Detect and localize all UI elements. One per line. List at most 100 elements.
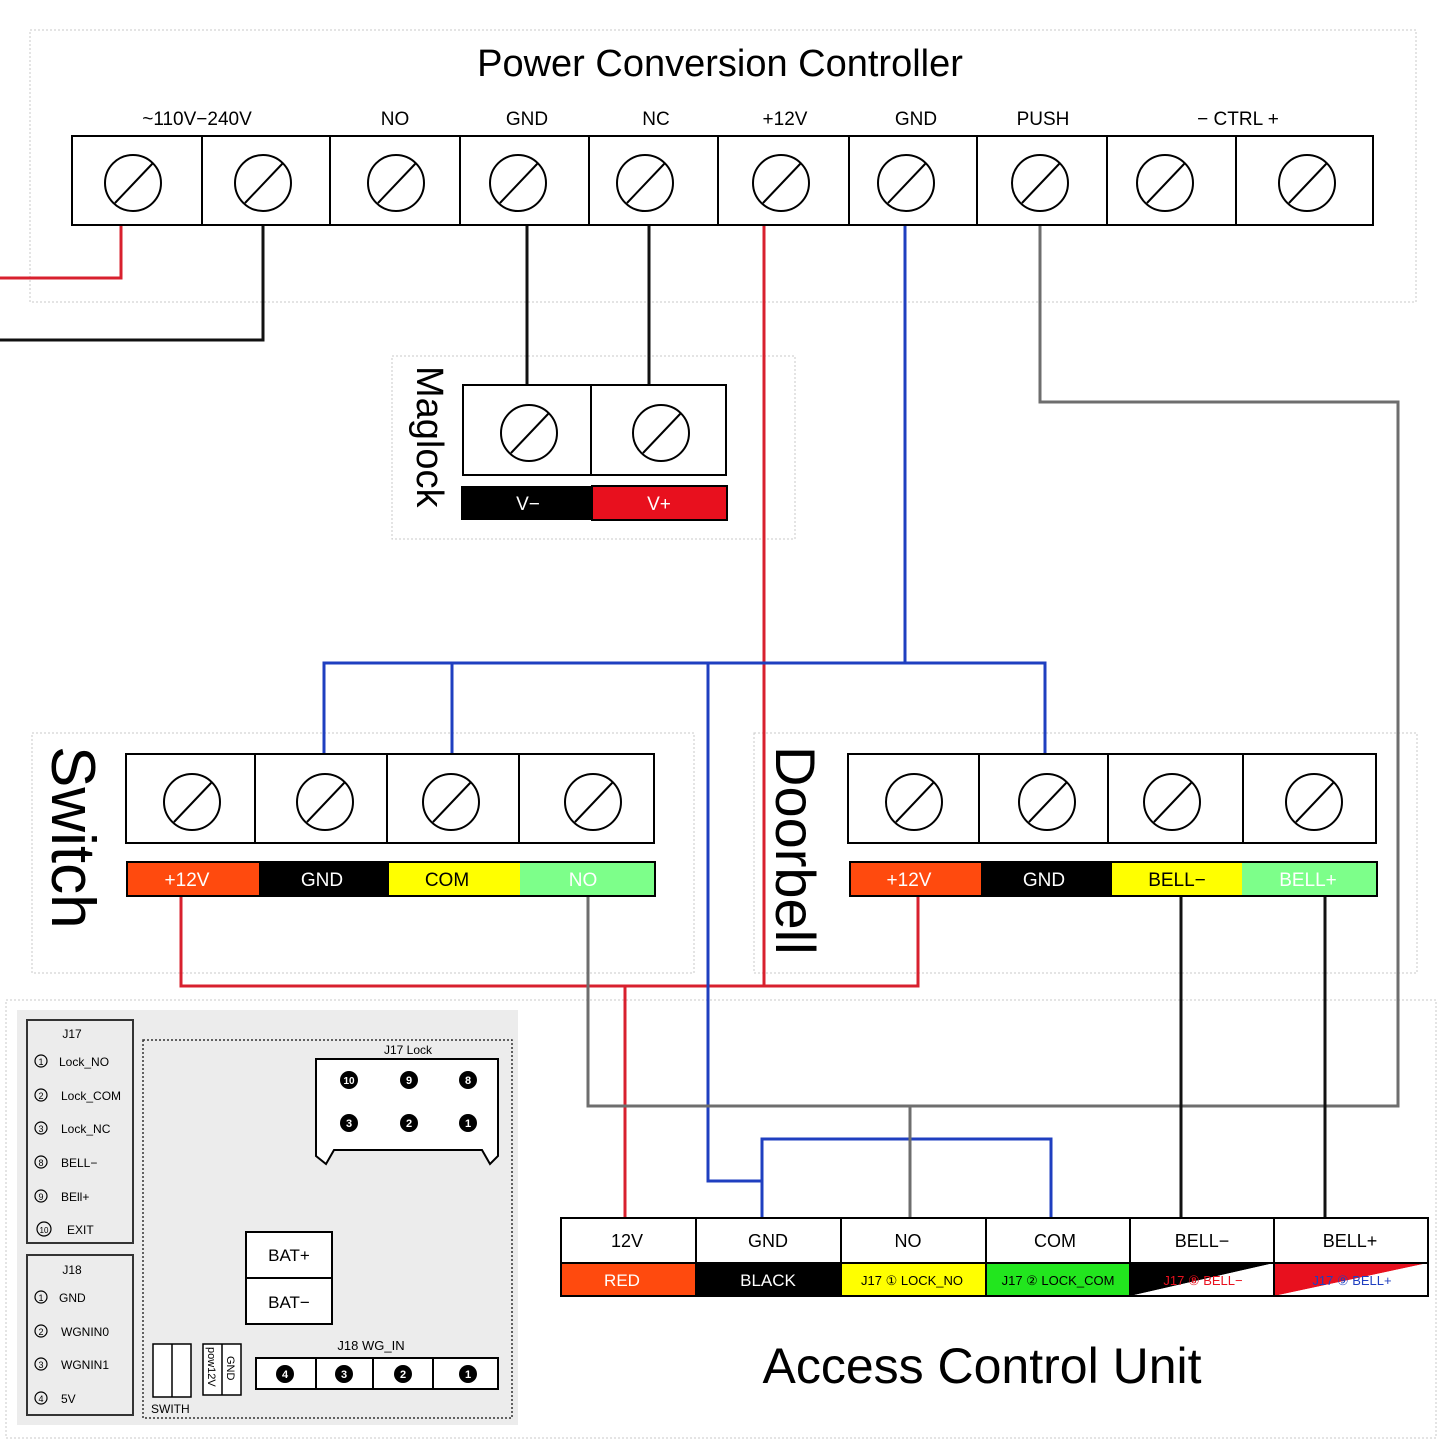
controller-section — [29, 29, 1417, 303]
j17-legend — [26, 1019, 134, 1244]
screw-icon — [616, 154, 674, 212]
j17-item: Lock_NC — [61, 1122, 111, 1136]
j18-num: 4 — [38, 1394, 43, 1404]
controller-title: Power Conversion Controller — [477, 43, 963, 85]
screw-icon — [367, 154, 425, 212]
doorbell-terminal-block — [847, 753, 1377, 844]
acu-header: BELL+ — [1323, 1231, 1378, 1251]
wire-blue-acu — [706, 663, 764, 1218]
j17-item: EXIT — [67, 1223, 94, 1237]
acu-section — [5, 999, 1437, 1439]
pow12v-label: pow12V — [205, 1347, 217, 1387]
j18-item: WGNIN0 — [61, 1325, 109, 1339]
screw-icon — [500, 404, 558, 462]
switch-section — [31, 732, 695, 974]
j17-lock-pin: 1 — [465, 1118, 471, 1130]
maglock-title: Maglock — [408, 366, 450, 508]
wires — [0, 226, 1400, 1218]
j18-wg-title: J18 WG_IN — [337, 1338, 404, 1353]
j17-lock-pin: 9 — [406, 1075, 412, 1087]
doorbell-label: GND — [1023, 870, 1065, 891]
controller-terminal-label: PUSH — [1017, 109, 1070, 130]
bat-minus-label: BAT− — [268, 1293, 310, 1312]
doorbell-label: +12V — [887, 870, 932, 891]
j17-num: 3 — [38, 1124, 43, 1134]
j18-item: GND — [59, 1291, 86, 1305]
bat-plus-label: BAT+ — [268, 1246, 310, 1265]
screw-icon — [877, 154, 935, 212]
j18-num: 3 — [38, 1360, 43, 1370]
acu-header: COM — [1034, 1231, 1076, 1251]
doorbell-label: BELL+ — [1279, 870, 1337, 891]
wire-gray-push — [586, 226, 1400, 1108]
j17-item: Lock_COM — [61, 1089, 121, 1103]
screw-icon — [1143, 773, 1201, 831]
gnd-label: GND — [224, 1356, 236, 1381]
maglock-section — [391, 355, 796, 540]
j17-lock-pin: 3 — [346, 1118, 352, 1130]
maglock-label-bg — [591, 485, 728, 521]
j18-wg-connector — [255, 1357, 499, 1390]
controller-terminal-block — [71, 135, 1374, 226]
screw-icon — [885, 773, 943, 831]
screw-icon — [104, 154, 162, 212]
j18-item: 5V — [61, 1392, 76, 1406]
screw-icon — [489, 154, 547, 212]
switch-label: COM — [425, 870, 469, 891]
doorbell-title: Doorbell — [764, 746, 827, 955]
controller-terminal-label: NO — [381, 109, 410, 130]
j17-item: BELL− — [61, 1156, 97, 1170]
screw-icon — [564, 773, 622, 831]
acu-color: J17 ① LOCK_NO — [861, 1273, 963, 1288]
j18-wg-pin: 1 — [465, 1369, 471, 1381]
j17-lock-pin: 8 — [465, 1075, 471, 1087]
screw-icon — [1285, 773, 1343, 831]
screw-icon — [1018, 773, 1076, 831]
j18-wg-pin: 2 — [400, 1369, 406, 1381]
switch-connector-label: SWITH — [151, 1402, 190, 1416]
switch-label: NO — [569, 870, 598, 891]
maglock-label: V− — [516, 494, 540, 515]
j18-wg-pin: 3 — [341, 1369, 347, 1381]
acu-header: BELL− — [1175, 1231, 1230, 1251]
screw-icon — [752, 154, 810, 212]
j17-lock-connector — [315, 1058, 499, 1166]
doorbell-section — [753, 732, 1418, 974]
screw-icon — [296, 773, 354, 831]
switch-title: Switch — [38, 746, 107, 929]
wire-red-bus — [179, 896, 920, 988]
j17-num: 10 — [40, 1226, 49, 1235]
switch-terminal-block — [125, 753, 655, 844]
screw-icon — [1011, 154, 1069, 212]
j17-lock-pin: 2 — [406, 1118, 412, 1130]
acu-color: BLACK — [740, 1271, 796, 1290]
screw-icon — [632, 404, 690, 462]
j18-item: WGNIN1 — [61, 1358, 109, 1372]
switch-label: GND — [301, 870, 343, 891]
switch-label: +12V — [165, 870, 210, 891]
wire-black-mains — [0, 226, 265, 342]
j17-lock-pin: 10 — [343, 1076, 355, 1087]
j17-num: 1 — [38, 1057, 43, 1067]
screw-icon — [1136, 154, 1194, 212]
controller-terminal-label: GND — [506, 109, 548, 130]
screw-icon — [1278, 154, 1336, 212]
acu-table — [560, 1217, 1429, 1297]
access-board: J17 1 Lock_NO 2 Lock_COM 3 Lock_NC 8 BEL… — [17, 1010, 518, 1425]
doorbell-label-strip — [849, 861, 1378, 897]
switch-label-strip — [126, 861, 656, 897]
j17-num: 2 — [38, 1091, 43, 1101]
controller-terminal-label: GND — [895, 109, 937, 130]
maglock-label-bg — [461, 486, 592, 520]
acu-header: NO — [895, 1231, 922, 1251]
j17-title: J17 — [62, 1027, 82, 1041]
controller-terminal-label: NC — [642, 109, 669, 130]
wire-blue-bus — [322, 661, 1047, 754]
screw-icon — [163, 773, 221, 831]
board-outline — [142, 1039, 513, 1419]
j18-num: 1 — [38, 1293, 43, 1303]
acu-header: 12V — [611, 1231, 643, 1251]
acu-color: J17 ② LOCK_COM — [1002, 1273, 1115, 1288]
j17-item: Lock_NO — [59, 1055, 109, 1069]
